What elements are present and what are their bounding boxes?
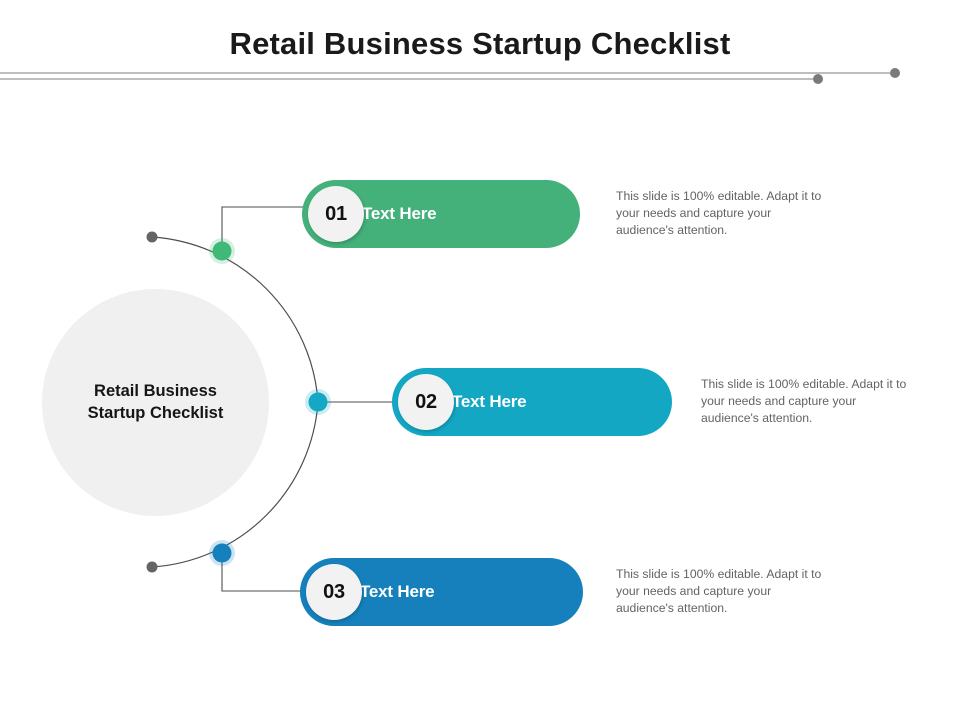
divider-dot-upper [890, 68, 900, 78]
step-number-03: 03 [323, 580, 345, 603]
title-divider [0, 68, 900, 84]
step-label-02: Text Here [452, 392, 527, 411]
step-description-03: This slide is 100% editable. Adapt it to… [616, 567, 822, 615]
step-badge-03[interactable]: 03 [306, 564, 362, 620]
connector-line-03 [221, 553, 308, 592]
step-description-02: This slide is 100% editable. Adapt it to… [701, 377, 907, 425]
node-dot-03[interactable] [212, 543, 232, 563]
step-badge-02[interactable]: 02 [398, 374, 454, 430]
step-label-01: Text Here [362, 204, 437, 223]
page-title: Retail Business Startup Checklist [229, 26, 731, 61]
step-number-02: 02 [415, 390, 437, 413]
node-dot-02[interactable] [308, 392, 328, 412]
node-dot-halo-01 [209, 238, 235, 264]
center-label-line-2: Startup Checklist [87, 403, 224, 422]
divider-dot-lower [813, 74, 823, 84]
step-label-03: Text Here [360, 582, 435, 601]
step-description-01: This slide is 100% editable. Adapt it to… [616, 189, 822, 237]
arc-end-dot-top [146, 231, 158, 243]
center-circle[interactable]: Retail Business Startup Checklist [42, 289, 269, 516]
arc-end-dot-bottom [146, 561, 158, 573]
node-dot-halo-02 [305, 389, 331, 415]
center-circle-label: Retail Business Startup Checklist [61, 381, 251, 425]
step-number-01: 01 [325, 202, 347, 225]
step-badge-01[interactable]: 01 [308, 186, 364, 242]
node-dot-halo-03 [209, 540, 235, 566]
connector-line-01 [221, 206, 310, 251]
center-label-line-1: Retail Business [94, 381, 217, 400]
node-dot-01[interactable] [212, 241, 232, 261]
